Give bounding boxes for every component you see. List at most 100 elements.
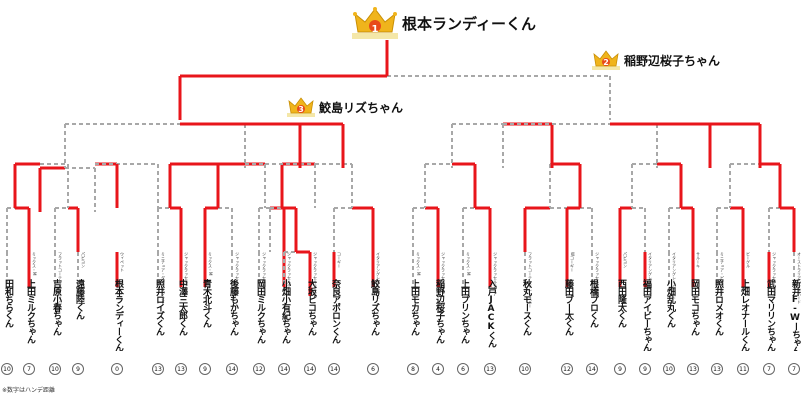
player-name: 上畑レオナールくん [739,279,749,351]
player-name: 大坂ピコちゃん [306,279,316,335]
player-name: 吉原小春ちゃん [51,279,61,335]
player-entry: 小畑乱丸くん [661,279,677,351]
player-name: 西田隆太くん [616,279,626,327]
breed-label: ジャックラッセルテリア [313,252,318,296]
player-entry: 岡田モコちゃん [685,279,701,351]
breed-label: コーギー [337,252,342,268]
handicap-badge: 9 [199,363,211,375]
breed-label: ミニチュア・ピンシャー [720,252,725,296]
breed-label: オーストラリアンシェパード [797,252,802,304]
breed-label: イタリアングレーハウンド [648,252,653,300]
rank-3-label: 3 [298,105,304,114]
breed-label: ジャックラッセルテリア [287,252,292,296]
handicap-badge: 10 [1,363,13,375]
handicap-badge: 0 [111,363,123,375]
player-entry: 青木北斗くん [197,279,213,351]
handicap-badge: 14 [586,363,598,375]
player-entry: 小畑小有紀ちゃん [276,279,292,351]
first-place: 1 根本ランディーくん [352,7,536,39]
handicap-badge: 7 [788,363,800,375]
handicap-badge: 14 [278,363,290,375]
player-entry: 上田モカちゃん [405,279,421,351]
player-name: 青木北斗くん [201,279,211,327]
player-entry: 鮫島リズちゃん [365,279,381,351]
handicap-badge: 12 [253,363,265,375]
handicap-badge: 13 [711,363,723,375]
handicap-badge: 13 [687,363,699,375]
player-name: 福田アイビーちゃん [641,279,651,351]
player-entry: 藤田ブー太くん [559,279,575,351]
breed-label: ジャックラッセルテリア [441,252,446,296]
handicap-badge: 8 [407,363,419,375]
third-place-name: 鮫島リズちゃん [319,100,404,115]
handicap-badge: 6 [457,363,469,375]
player-name: 根橋プロくん [588,279,598,327]
handicap-badge: 14 [226,363,238,375]
player-name: 上田プリンちゃん [459,279,469,343]
player-entry: 大坂ピコちゃん [302,279,318,351]
handicap-badge: 6 [367,363,379,375]
player-name: 中澤三太郎くん [177,279,187,335]
handicap-badge: 9 [72,363,84,375]
player-entry: 武田マリリンちゃん [761,279,777,351]
player-name: 小畑小有紀ちゃん [280,279,290,343]
breed-label: ミックス・M [32,252,37,276]
handicap-badge: 13 [175,363,187,375]
handicap-badge: 13 [152,363,164,375]
player-entry: 照井ロイズくん [150,279,166,351]
breed-label: フラットコーテッドレトリバー [528,252,533,308]
handicap-badge: 14 [328,363,340,375]
second-place: 2 稲野辺桜子ちゃん [592,50,720,70]
player-name: 照井ロイズくん [154,279,164,335]
player-name: 照井ロメオくん [713,279,723,335]
breed-label: ミックス・M [208,252,213,276]
player-name: 稲野辺桜子ちゃん [434,279,444,343]
player-entry: 上田プリンちゃん [455,279,471,351]
breed-label: ジャックラッセルテリア [595,252,600,296]
player-name: 遠藤陸くん [74,279,84,319]
handicap-badge: 4 [432,363,444,375]
player-entry: 田和ちらくん [0,279,15,351]
player-name: 上田モカちゃん [409,279,419,335]
player-entry: 中澤三太郎くん [173,279,189,351]
player-entry: 吉原小春ちゃん [47,279,63,351]
second-place-name: 稲野辺桜子ちゃん [624,53,721,68]
breed-label: フラットコーテッドレトリバー [58,252,63,308]
player-entry: 秋丸モースくん [517,279,533,351]
handicap-badge: 12 [561,363,573,375]
player-name: 新井F-Wーちゃん [790,279,800,351]
crown-icon: 1 [352,7,398,39]
handicap-badge: 7 [23,363,35,375]
breed-label: ミックス・M [416,252,421,276]
breed-label: ジャックラッセルテリア [493,252,498,296]
breed-label: ジャックラッセルテリア [235,252,240,296]
breed-label: ウィペット [120,252,125,272]
player-entry: 照井ロメオくん [709,279,725,351]
player-name: 武田マリリンちゃん [765,279,775,351]
player-entry: 西田隆太くん [612,279,628,351]
rank-1-label: 1 [371,24,379,35]
breed-label: サルーキ [696,252,701,268]
breed-label: ジャックラッセルテリア [184,252,189,296]
player-entry: 入戸JACKくん [482,279,498,351]
first-place-name: 根本ランディーくん [402,14,536,33]
player-name: 小畑乱丸くん [665,279,675,327]
breed-label: イタリアングレーハウンド [672,252,677,300]
handicap-badge: 7 [763,363,775,375]
third-place: 3 鮫島リズちゃん [287,97,403,117]
player-name: 岡田ミルクちゃん [255,279,265,343]
breed-label: ミックス・M [466,252,471,276]
player-name: 上田ミルクちゃん [25,279,35,343]
breed-label: ジャックラッセルテリア [772,252,777,296]
player-entry: 根本ランディーくん [109,279,125,351]
footnote: ※数字はハンデ距離 [2,387,56,394]
rank-2-label: 2 [603,58,609,67]
player-name: 奈良アポロンくん [330,279,340,343]
player-entry: 上田ミルクちゃん [21,279,37,351]
crown-icon: 3 [287,97,315,117]
player-name: 後藤もかちゃん [228,279,238,335]
player-entry: 上畑レオナールくん [735,279,751,351]
player-name: 秋丸モースくん [521,279,531,335]
handicap-badge: 13 [484,363,496,375]
